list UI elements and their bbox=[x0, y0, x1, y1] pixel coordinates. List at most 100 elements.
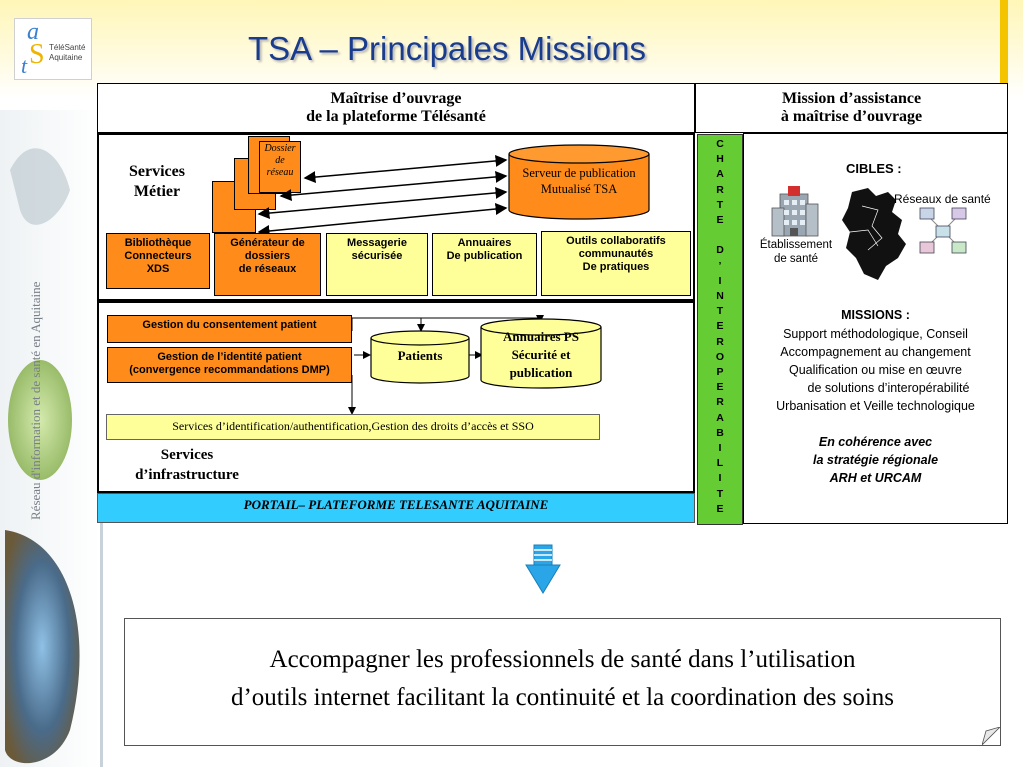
page-title: TSA – Principales Missions bbox=[248, 30, 646, 67]
folded-corner-icon bbox=[982, 727, 1000, 745]
charte-letter: H bbox=[716, 153, 724, 166]
header-assistance: Mission d’assistance à maîtrise d’ouvrag… bbox=[695, 83, 1008, 133]
patients-label: Patients bbox=[397, 348, 443, 363]
annuaires-ps-line3: publication bbox=[509, 365, 573, 380]
etablissement-line2: de santé bbox=[773, 253, 819, 265]
charte-letter: R bbox=[716, 335, 724, 348]
logo-line1: TéléSanté bbox=[49, 43, 86, 52]
charte-letter: E bbox=[716, 381, 724, 394]
cell-annuaires: Annuaires De publication bbox=[432, 233, 537, 296]
cell-messagerie: Messagerie sécurisée bbox=[326, 233, 428, 296]
annuaires-ps-line2: Sécurité et bbox=[511, 347, 571, 362]
charte-letter: E bbox=[716, 502, 724, 515]
cell-outils-l3: De pratiques bbox=[582, 261, 650, 273]
charte-letter: C bbox=[716, 138, 724, 150]
serveur-publication-cylinder: Serveur de publication Mutualisé TSA bbox=[508, 144, 650, 220]
charte-letter: R bbox=[716, 396, 724, 409]
services-metier-line2: Métier bbox=[133, 183, 181, 200]
cell-bibliotheque-l1: Bibliothèque bbox=[124, 237, 192, 249]
serveur-label: Serveur de publication Mutualisé TSA bbox=[508, 165, 650, 197]
mission-item: Accompagnement au changement bbox=[780, 345, 971, 359]
services-metier-line1: Services bbox=[129, 163, 185, 180]
charte-letter: T bbox=[716, 305, 724, 318]
cell-outils-l1: Outils collaboratifs bbox=[566, 235, 666, 247]
etablissement-label: Établissement de santé bbox=[752, 238, 840, 266]
portail-bar: PORTAIL– PLATEFORME TELESANTE AQUITAINE bbox=[97, 493, 695, 523]
etablissement-line1: Établissement bbox=[759, 239, 833, 251]
services-infra-line2: d’infrastructure bbox=[135, 467, 239, 483]
cell-generateur-l3: de réseaux bbox=[238, 263, 297, 275]
charte-letter: E bbox=[716, 214, 724, 227]
header-maitrise-line2: de la plateforme Télésanté bbox=[306, 108, 486, 125]
charte-letter: A bbox=[716, 168, 724, 181]
serveur-line2: Mutualisé TSA bbox=[540, 182, 618, 196]
cell-bibliotheque: Bibliothèque Connecteurs XDS bbox=[106, 233, 210, 289]
header-assistance-line1: Mission d’assistance bbox=[781, 90, 922, 107]
services-identification-bar: Services d’identification/authentificati… bbox=[106, 414, 600, 440]
annuaires-ps-label: Annuaires PS Sécurité et publication bbox=[480, 328, 602, 382]
coherence-line2: la stratégie régionale bbox=[812, 453, 939, 467]
cell-outils: Outils collaboratifs communautés De prat… bbox=[541, 231, 691, 296]
serveur-line1: Serveur de publication bbox=[522, 166, 636, 180]
mission-item: de solutions d’interopérabilité bbox=[807, 381, 970, 395]
side-decoration-art bbox=[5, 148, 80, 764]
cell-generateur: Générateur de dossiers de réseaux bbox=[214, 233, 321, 296]
charte-letter: N bbox=[716, 290, 724, 303]
cell-bibliotheque-l2: Connecteurs bbox=[124, 250, 192, 262]
charte-letter: I bbox=[718, 274, 722, 287]
logo-glyph-t: t bbox=[21, 53, 28, 78]
logo-glyph-s: S bbox=[29, 39, 45, 70]
charte-letter: E bbox=[716, 320, 724, 333]
patients-shape bbox=[370, 330, 470, 384]
mission-item: Urbanisation et Veille technologique bbox=[776, 399, 975, 413]
header-maitrise-line1: Maîtrise d’ouvrage bbox=[330, 90, 462, 107]
cylinder-shape bbox=[508, 144, 650, 220]
coherence-block: En cohérence avec la stratégie régionale… bbox=[743, 433, 1008, 487]
charte-letter: B bbox=[716, 426, 724, 439]
charte-letter: A bbox=[716, 411, 724, 424]
side-decoration-panel bbox=[0, 110, 100, 767]
identite-line2: (convergence recommandations DMP) bbox=[129, 364, 330, 376]
cibles-label: CIBLES : bbox=[846, 161, 902, 176]
logo-glyph-a: a bbox=[27, 19, 39, 45]
charte-letter bbox=[698, 228, 742, 243]
bottom-line1: Accompagner les professionnels de santé … bbox=[269, 646, 856, 673]
header-accent-bar bbox=[1000, 0, 1008, 98]
services-infra-label: Services d’infrastructure bbox=[112, 445, 262, 485]
charte-letter: D bbox=[716, 244, 724, 257]
reseaux-sante-label: Réseaux de santé bbox=[894, 192, 991, 206]
missions-title: MISSIONS : bbox=[841, 308, 910, 322]
charte-letter: T bbox=[716, 198, 724, 211]
cell-generateur-l2: dossiers bbox=[244, 250, 291, 262]
coherence-line1: En cohérence avec bbox=[818, 435, 933, 449]
dossier-reseau-page: Dossier de réseau bbox=[259, 141, 301, 193]
bottom-message-box: Accompagner les professionnels de santé … bbox=[124, 618, 1001, 746]
network-computers-icon bbox=[919, 207, 967, 254]
mission-item: Qualification ou mise en œuvre bbox=[789, 363, 962, 377]
dossier-line2: de bbox=[275, 155, 285, 166]
patients-cylinder: Patients bbox=[370, 330, 470, 385]
header-assistance-line2: à maîtrise d’ouvrage bbox=[780, 108, 923, 125]
services-metier-label: Services Métier bbox=[110, 162, 204, 202]
missions-list: Support méthodologique, Conseil Accompag… bbox=[743, 325, 1008, 415]
cell-outils-l2: communautés bbox=[578, 248, 654, 260]
cell-messagerie-l1: Messagerie bbox=[347, 237, 407, 249]
hospital-building-icon bbox=[771, 186, 819, 237]
cell-generateur-l1: Générateur de bbox=[230, 237, 305, 249]
annuaires-ps-line1: Annuaires PS bbox=[503, 329, 579, 344]
charte-letter: P bbox=[716, 366, 724, 379]
charte-letter: ’ bbox=[718, 259, 722, 272]
dossier-line3: réseau bbox=[266, 167, 294, 178]
side-vertical-label: Réseau d'information et de santé en Aqui… bbox=[28, 281, 43, 520]
logo-line2: Aquitaine bbox=[49, 53, 83, 62]
dossier-line1: Dossier bbox=[264, 143, 296, 154]
charte-letter: T bbox=[716, 487, 724, 500]
charte-letter: L bbox=[716, 457, 724, 470]
annuaires-ps-shape bbox=[480, 318, 602, 389]
charte-letter: R bbox=[716, 183, 724, 196]
logo: a S t TéléSanté Aquitaine bbox=[14, 18, 92, 80]
consentement-box: Gestion du consentement patient bbox=[107, 315, 352, 343]
side-vertical-text: Réseau d'information et de santé en Aqui… bbox=[28, 160, 48, 520]
